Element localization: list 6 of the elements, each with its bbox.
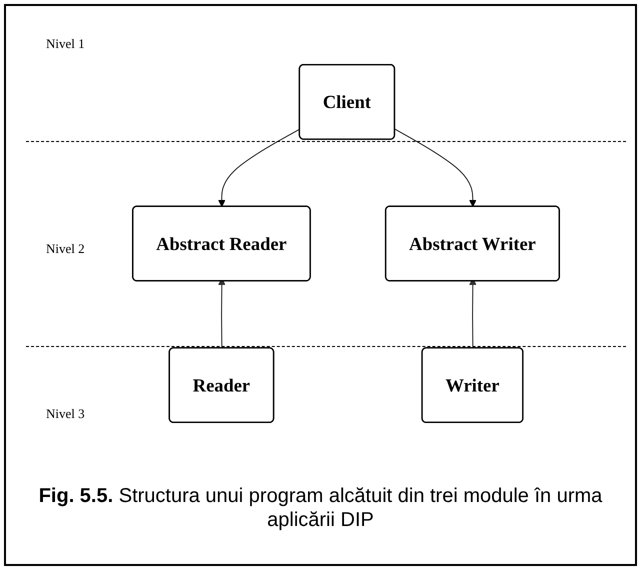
arrow (394, 128, 476, 207)
level-label: Nivel 3 (46, 406, 85, 422)
level-label: Nivel 1 (46, 36, 85, 52)
figure-caption: Fig. 5.5. Structura unui program alcătuit din trei module în urma aplicării DIP (38, 484, 604, 532)
level-label: Nivel 2 (46, 241, 85, 257)
arrow (218, 128, 300, 207)
